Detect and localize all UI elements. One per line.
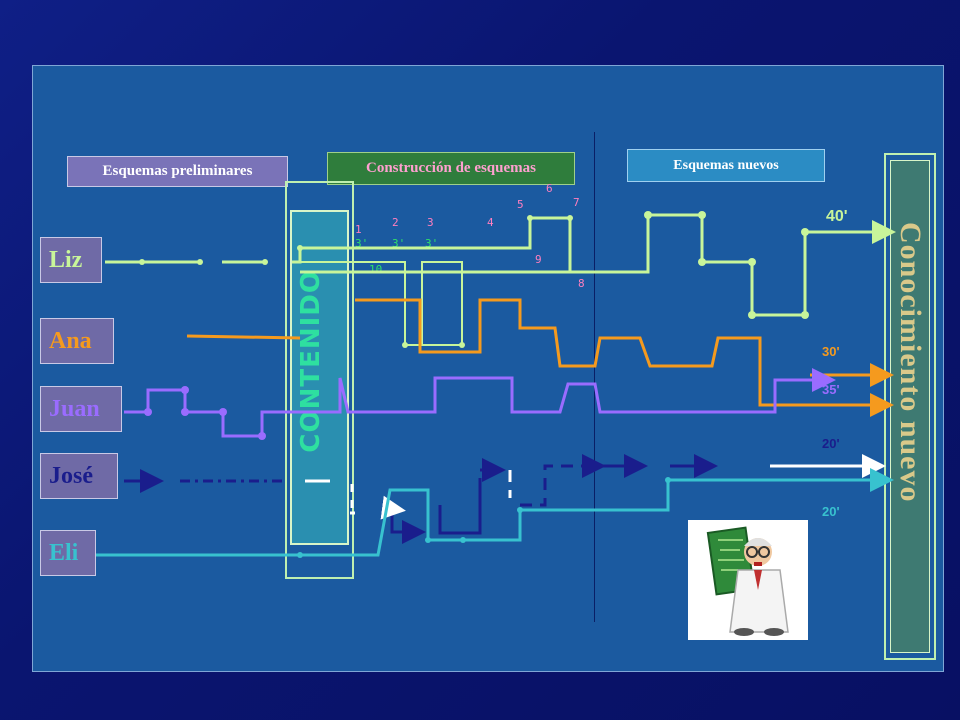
student-eli: Eli [40,530,96,576]
path-jose [124,454,718,544]
step-3: 3 [427,216,434,229]
student-liz: Liz [40,237,102,283]
time-eli: 20' [822,504,840,519]
student-juan: Juan [40,386,122,432]
student-jose: José [40,453,118,499]
time-ana: 30' [822,344,840,359]
step-2: 2 [392,216,399,229]
step-7: 7 [573,196,580,209]
phase-construction: Construcción de esquemas [327,152,575,185]
step-6: 6 [546,182,553,195]
result-label: Conocimiento nuevo [894,222,927,503]
phase-divider [594,132,595,622]
step-9: 9 [535,253,542,266]
step-8: 8 [578,277,585,290]
time-liz: 40' [826,208,848,225]
result-box-inner [890,160,930,653]
time-jose: 20' [822,436,840,451]
scientist-picture [688,520,808,640]
path-juan [124,368,836,438]
content-column-inner [290,210,349,545]
step-1: 1 [355,223,362,236]
phase-new: Esquemas nuevos [627,149,825,182]
content-column [285,181,354,579]
phase-preliminary: Esquemas preliminares [67,156,288,187]
student-ana: Ana [40,318,114,364]
scientist-icon [706,526,789,636]
path-liz [105,213,896,346]
step-5: 5 [517,198,524,211]
step-4: 4 [487,216,494,229]
